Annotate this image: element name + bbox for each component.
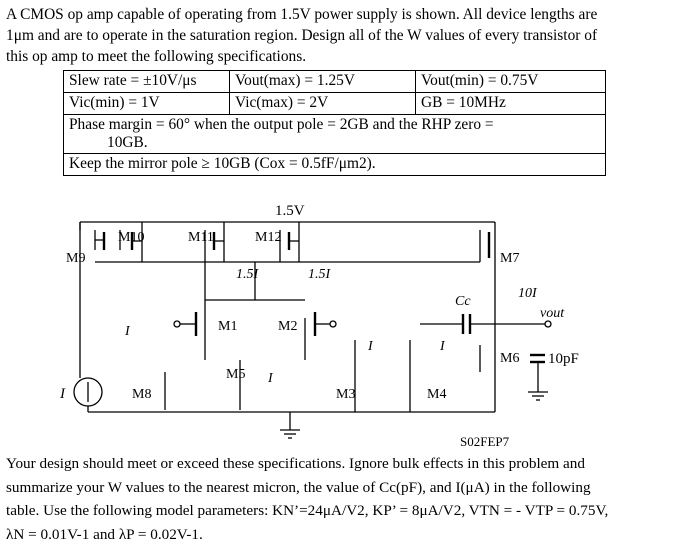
- m12-label: M12: [255, 230, 281, 245]
- instruction-line: table. Use the following model parameter…: [6, 502, 609, 519]
- spec-gb: GB = 10MHz: [415, 92, 606, 115]
- problem-statement: A CMOS op amp capable of operating from …: [6, 4, 674, 67]
- spec-phase-margin-line1: Phase margin = 60° when the output pole …: [69, 116, 494, 133]
- supply-label: 1.5V: [275, 203, 305, 219]
- problem-line: A CMOS op amp capable of operating from …: [6, 6, 598, 23]
- specifications-table: Slew rate = ±10V/μs Vout(max) = 1.25V Vo…: [63, 70, 606, 176]
- m4-current: I: [439, 339, 446, 354]
- spec-mirror-pole: Keep the mirror pole ≥ 10GB (Cox = 0.5fF…: [63, 153, 606, 176]
- m1-label: M1: [218, 319, 237, 334]
- problem-line: this op amp to meet the following specif…: [6, 48, 307, 65]
- m3-label: M3: [336, 387, 355, 402]
- m8-current: I: [124, 324, 131, 339]
- cc-label: Cc: [455, 294, 471, 309]
- spec-vic-max: Vic(max) = 2V: [229, 92, 416, 115]
- load-cap-label: 10pF: [548, 351, 579, 367]
- m5-current: I: [267, 371, 274, 386]
- m12-current: 1.5I: [308, 267, 332, 282]
- m7-current: 10I: [518, 286, 538, 301]
- m9-label: M9: [66, 251, 85, 266]
- instruction-line: summarize your W values to the nearest m…: [6, 478, 591, 496]
- figure-id: S02FEP7: [460, 434, 510, 449]
- op-amp-schematic: 1.5V M9 M10 M11 M12 M7 1.5I 1.5I 10I M1 …: [59, 203, 579, 449]
- instructions: Your design should meet or exceed these …: [6, 452, 674, 546]
- instruction-line: Your design should meet or exceed these …: [6, 455, 585, 472]
- spec-vic-min: Vic(min) = 1V: [63, 92, 230, 115]
- spec-vout-min: Vout(min) = 0.75V: [415, 70, 606, 93]
- m11-label: M11: [188, 230, 214, 245]
- source-current-label: I: [59, 386, 66, 402]
- spec-slew-rate: Slew rate = ±10V/μs: [63, 70, 230, 93]
- m2-label: M2: [278, 319, 297, 334]
- m11-current: 1.5I: [236, 267, 260, 282]
- problem-line: 1μm and are to operate in the saturation…: [6, 27, 598, 44]
- m4-label: M4: [427, 387, 446, 402]
- m8-label: M8: [132, 387, 151, 402]
- spec-phase-margin: Phase margin = 60° when the output pole …: [63, 114, 606, 154]
- vout-label: vout: [540, 306, 565, 321]
- spec-phase-margin-line2: 10GB.: [107, 134, 148, 151]
- m3-current: I: [367, 339, 374, 354]
- m7-label: M7: [500, 251, 519, 266]
- instruction-line: λN = 0.01V-1 and λP = 0.02V-1.: [6, 525, 203, 543]
- m5-label: M5: [226, 367, 245, 382]
- m10-label: M10: [118, 230, 144, 245]
- spec-vout-max: Vout(max) = 1.25V: [229, 70, 416, 93]
- m6-label: M6: [500, 351, 519, 366]
